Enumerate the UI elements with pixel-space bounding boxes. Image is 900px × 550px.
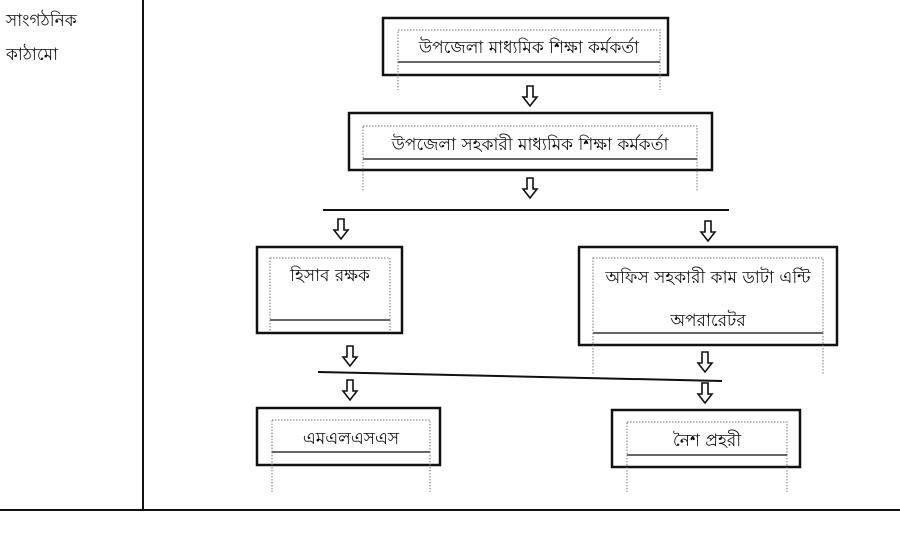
hollow-down-arrow-icon xyxy=(522,85,538,107)
hollow-down-arrow-icon xyxy=(342,379,358,401)
hollow-down-arrow-icon xyxy=(333,218,349,240)
node-mlss: এমএলএসএস xyxy=(255,406,442,492)
node-office-assistant: অফিস সহকারী কাম ডাটা এন্টি অপরারেটর xyxy=(577,245,839,375)
node-night-guard: নৈশ প্রহরী xyxy=(610,408,802,492)
node-label: নৈশ প্রহরী xyxy=(673,430,742,451)
node-label: হিসাব রক্ষক xyxy=(289,265,371,286)
node-upazila-officer: উপজেলা মাধ্যমিক শিক্ষা কর্মকর্তা xyxy=(381,16,670,90)
node-label: এমএলএসএস xyxy=(303,429,400,449)
side-label-line1: সাংগঠনিক xyxy=(5,10,78,31)
node-label-line1: অফিস সহকারী কাম ডাটা এন্টি xyxy=(604,267,811,288)
node-accountant: হিসাব রক্ষক xyxy=(255,245,404,335)
branch-line xyxy=(317,371,723,382)
hollow-down-arrow-icon xyxy=(697,351,713,373)
node-label: উপজেলা মাধ্যমিক শিক্ষা কর্মকর্তা xyxy=(418,37,640,58)
node-label: উপজেলা সহকারী মাধ্যমিক শিক্ষা কর্মকর্তা xyxy=(391,134,670,155)
hollow-down-arrow-icon xyxy=(342,345,358,367)
hollow-down-arrow-icon xyxy=(697,382,713,404)
hollow-down-arrow-icon xyxy=(700,220,716,242)
node-label-line2: অপরারেটর xyxy=(669,310,746,331)
hollow-down-arrow-icon xyxy=(522,177,538,199)
node-assistant-officer: উপজেলা সহকারী মাধ্যমিক শিক্ষা কর্মকর্তা xyxy=(347,111,714,192)
side-label-line2: কাঠামো xyxy=(5,44,59,65)
